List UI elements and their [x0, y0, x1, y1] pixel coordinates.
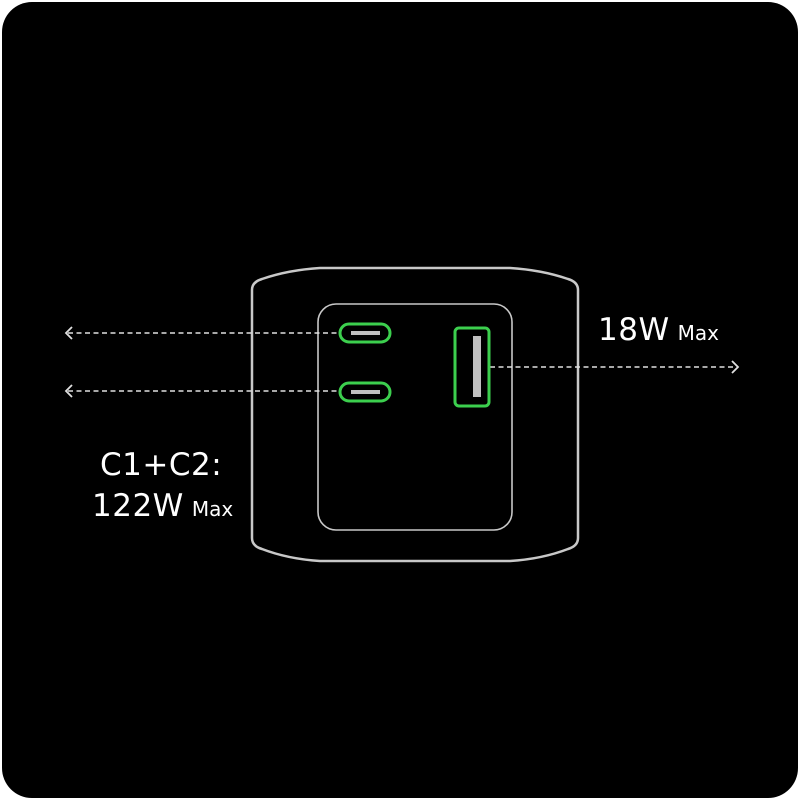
usb-c-power-suffix: Max — [191, 497, 234, 521]
usb-c-port-c1 — [338, 322, 392, 344]
usb-a-power-value: 18W — [598, 312, 670, 348]
charger-body-outline — [250, 266, 580, 563]
arrow-left-icon — [64, 384, 73, 398]
arrow-a — [490, 360, 740, 374]
arrow-right-icon — [731, 360, 740, 374]
port-panel-outline — [317, 303, 513, 531]
usb-c-power-label: 122W Max — [92, 491, 233, 522]
usb-a-port-icon — [453, 326, 491, 408]
usb-c-contact — [351, 331, 380, 335]
usb-c-power-value: 122W — [92, 488, 184, 524]
usb-c-ports-label: C1+C2: — [100, 450, 222, 481]
usb-c-contact — [351, 390, 380, 394]
usb-c-port-c2 — [338, 381, 392, 403]
usb-c-ports-name: C1+C2: — [100, 447, 223, 483]
usb-a-power-suffix: Max — [677, 321, 719, 345]
usb-a-power-label: 18W Max — [598, 315, 719, 346]
usb-a-contact — [473, 336, 481, 397]
arrow-c2 — [64, 384, 338, 398]
arrow-c1 — [64, 326, 338, 340]
usb-a-port — [453, 326, 491, 408]
arrow-left-icon — [64, 326, 73, 340]
